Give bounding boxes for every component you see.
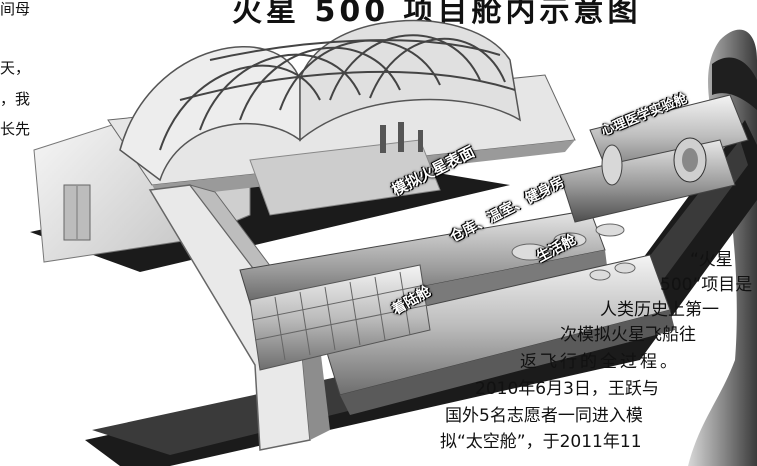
text-fragment-4: 长先 <box>0 120 31 138</box>
text-fragment-2: 天， <box>0 59 31 77</box>
caption-line-2: 500”项目是 <box>660 275 753 295</box>
caption-line-5: 返飞行的全过程。 <box>520 352 680 372</box>
caption-line-6: 2010年6月3日，王跃与 <box>475 379 659 399</box>
caption-line-4: 次模拟火星飞船往 <box>560 325 696 345</box>
caption-line-1: “火星 <box>690 250 733 270</box>
text-fragment-1: 间母 <box>0 0 31 18</box>
caption-line-8: 拟“太空舱”，于2011年11 <box>440 432 642 452</box>
caption-line-3: 人类历史上第一 <box>600 300 719 320</box>
caption-line-7: 国外5名志愿者一同进入模 <box>445 406 643 426</box>
mars-surface-building <box>33 19 576 263</box>
living-modules <box>239 94 749 415</box>
text-fragment-3: ，我 <box>0 90 31 108</box>
